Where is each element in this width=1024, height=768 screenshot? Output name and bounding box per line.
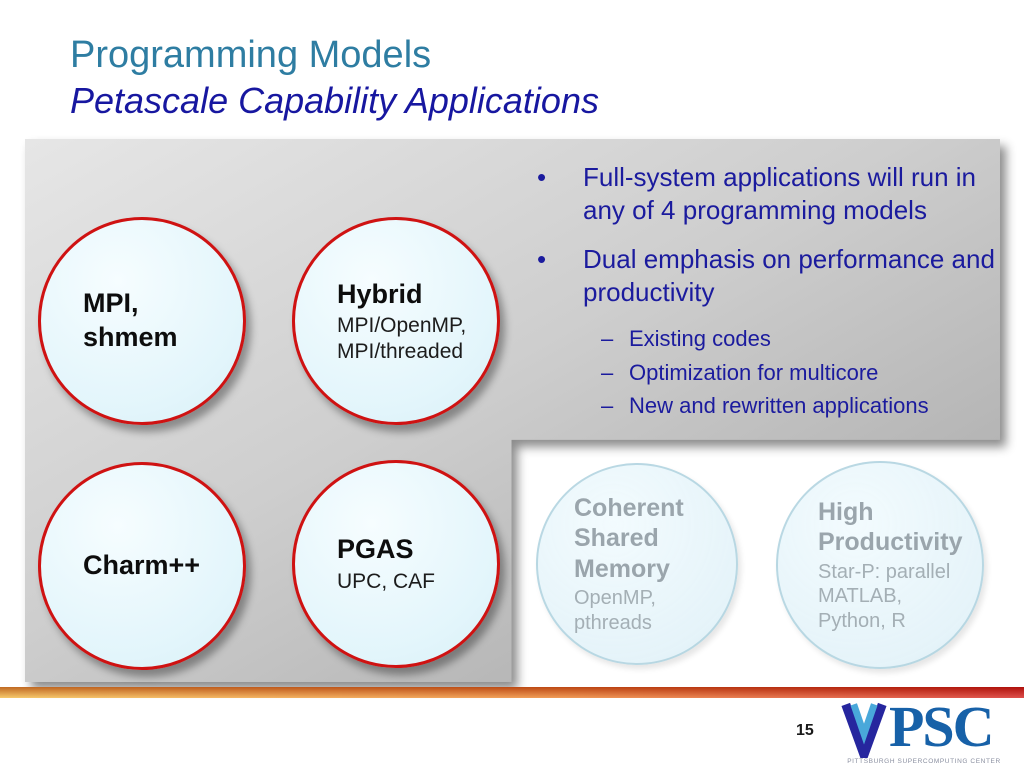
sub-bullet-marker: – <box>601 359 614 385</box>
model-name: MPI, shmem <box>83 288 178 352</box>
sub-bullet-marker: – <box>601 326 614 352</box>
model-name: Coherent Shared Memory <box>574 493 684 583</box>
sub-bullet-item: – Existing codes <box>601 325 999 353</box>
model-detail: UPC, CAF <box>337 570 436 594</box>
bullet-marker: • <box>537 162 547 192</box>
bullet-marker: • <box>537 244 547 275</box>
sub-bullet-marker: – <box>601 393 614 419</box>
model-circle-high-productivity: High Productivity Star-P: parallel MATLA… <box>776 461 984 669</box>
model-detail: Star-P: parallel MATLAB, Python, R <box>818 560 951 632</box>
model-name: Hybrid <box>337 278 423 309</box>
model-circle-charm: Charm++ <box>38 462 246 670</box>
psc-logo-caption: PITTSBURGH SUPERCOMPUTING CENTER <box>847 758 1001 765</box>
model-detail: MPI/OpenMP, MPI/threaded <box>337 314 467 363</box>
sub-bullet-text: Existing codes <box>629 326 771 352</box>
bullet-text: Full-system applications will run in any… <box>583 162 977 226</box>
sub-bullet-text: New and rewritten applications <box>629 393 929 419</box>
model-circle-hybrid: Hybrid MPI/OpenMP, MPI/threaded <box>292 217 500 425</box>
model-name: High Productivity <box>818 497 963 557</box>
model-circle-pgas: PGAS UPC, CAF <box>292 460 500 668</box>
model-circle-mpi-shmem: MPI, shmem <box>38 217 246 425</box>
slide-title: Programming Models <box>70 34 432 76</box>
bullet-item: • Dual emphasis on performance and produ… <box>537 243 999 309</box>
bullet-text: Dual emphasis on performance and product… <box>583 244 995 308</box>
model-detail: OpenMP, pthreads <box>574 587 656 634</box>
bullet-list: • Full-system applications will run in a… <box>537 161 999 426</box>
sub-bullet-item: – New and rewritten applications <box>601 392 999 420</box>
bullet-item: • Full-system applications will run in a… <box>537 161 999 227</box>
sub-bullet-text: Optimization for multicore <box>629 359 879 385</box>
model-circle-coherent-shared-memory: Coherent Shared Memory OpenMP, pthreads <box>536 463 738 665</box>
psc-logo-mark-icon <box>841 702 887 758</box>
slide-subtitle: Petascale Capability Applications <box>70 80 599 121</box>
sub-bullet-item: – Optimization for multicore <box>601 359 999 387</box>
model-name: PGAS <box>337 534 414 565</box>
footer-accent-bar <box>0 687 1024 698</box>
psc-logo: PSC <box>841 694 995 759</box>
page-number: 15 <box>796 722 814 739</box>
model-name: Charm++ <box>83 550 201 581</box>
psc-logo-text: PSC <box>889 694 995 759</box>
